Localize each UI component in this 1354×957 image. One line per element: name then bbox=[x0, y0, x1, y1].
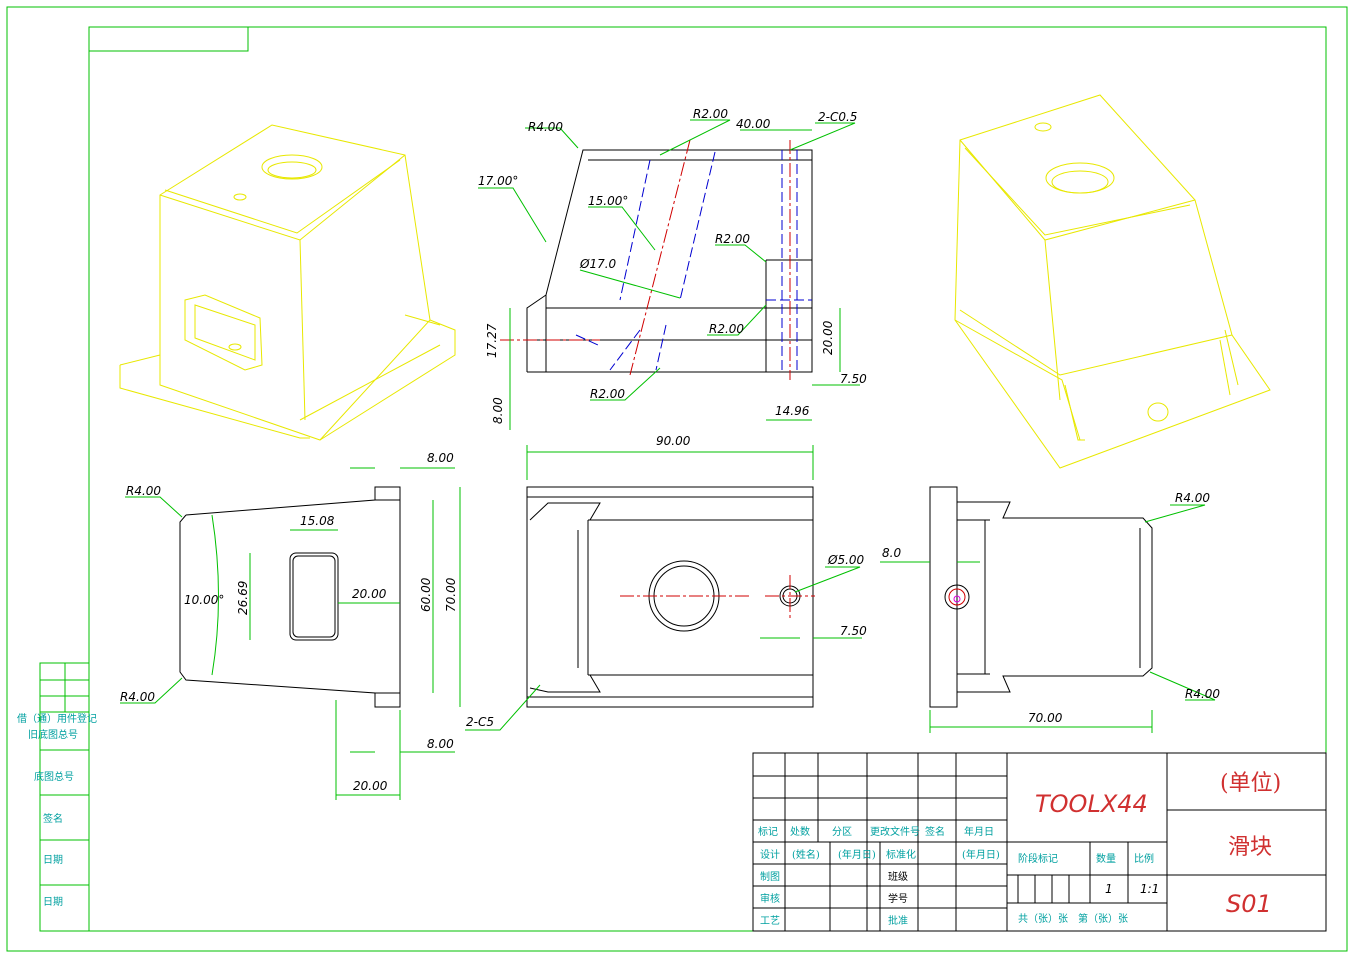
tb-h4: 更改文件号 bbox=[870, 825, 920, 838]
part-name: 滑块 bbox=[1228, 835, 1272, 860]
tb-r2b: 班级 bbox=[888, 871, 908, 883]
dim-40: 40.00 bbox=[736, 117, 771, 131]
title-block-grid bbox=[752, 752, 1327, 932]
top-view-centerline bbox=[620, 575, 815, 620]
dim-angle-17: 17.00° bbox=[478, 174, 518, 188]
dim-80: 8.0 bbox=[882, 546, 901, 560]
side-record-labels: 借（通）用件登记 旧底图总号 底图总号 签名 日期 日期 bbox=[17, 712, 97, 908]
unit-label: (单位) bbox=[1220, 771, 1281, 796]
isometric-view-right bbox=[954, 94, 1271, 469]
dim-phi5: Ø5.00 bbox=[827, 553, 865, 567]
dim-1508: 15.08 bbox=[300, 514, 335, 528]
side-label-4: 签名 bbox=[43, 812, 63, 825]
tb-scale: 比例 bbox=[1134, 852, 1154, 865]
side-label-1: 借（通）用件登记 bbox=[17, 712, 97, 725]
dim-r4-l1: R4.00 bbox=[126, 484, 161, 498]
front-view-hidden bbox=[575, 150, 812, 372]
dim-angle-10: 10.00° bbox=[184, 593, 224, 607]
tb-r4a: 工艺 bbox=[760, 915, 780, 927]
dim-r2-bot: R2.00 bbox=[590, 387, 625, 401]
dim-r2-top: R2.00 bbox=[693, 107, 728, 121]
top-view bbox=[526, 486, 814, 708]
title-block-labels: 标记 处数 分区 更改文件号 签名 年月日 设计 (姓名) (年月日) 标准化 … bbox=[758, 771, 1281, 927]
dim-r2-mid: R2.00 bbox=[715, 232, 750, 246]
dim-c05: 2-C0.5 bbox=[818, 110, 857, 124]
tb-r3a: 审核 bbox=[760, 892, 780, 905]
tb-sheets: 共（张）张 第（张）张 bbox=[1018, 912, 1128, 925]
dim-angle-15: 15.00° bbox=[588, 194, 628, 208]
dim-750b: 7.50 bbox=[840, 624, 867, 638]
tb-h1: 标记 bbox=[758, 826, 778, 838]
side-record-block bbox=[39, 662, 90, 932]
dimension-labels: R4.00 R2.00 40.00 2-C0.5 17.00° 15.00° Ø… bbox=[120, 107, 1220, 793]
isometric-view-left bbox=[119, 124, 456, 441]
dim-2669: 26.69 bbox=[236, 581, 250, 615]
tb-r1b: (姓名) bbox=[792, 848, 820, 861]
side-label-2: 旧底图总号 bbox=[28, 728, 78, 741]
drawing-frame bbox=[6, 6, 1348, 952]
dim-r4-l2: R4.00 bbox=[120, 690, 155, 704]
dimension-lines bbox=[120, 119, 1216, 800]
front-view-centerline bbox=[500, 139, 791, 380]
tb-qty: 1 bbox=[1105, 882, 1113, 896]
dim-750a: 7.50 bbox=[840, 372, 867, 386]
dim-90: 90.00 bbox=[656, 434, 691, 448]
dim-8a: 8.00 bbox=[427, 451, 454, 465]
left-side-view bbox=[179, 486, 401, 708]
dim-1727: 17.27 bbox=[485, 323, 499, 358]
drawing-name: TOOLX44 bbox=[1035, 790, 1148, 818]
dim-20h: 20.00 bbox=[352, 587, 387, 601]
dim-70h: 70.00 bbox=[1028, 711, 1063, 725]
dim-20v: 20.00 bbox=[821, 320, 835, 355]
tb-r1c: (年月日) bbox=[838, 848, 876, 861]
side-label-6: 日期 bbox=[43, 896, 63, 908]
dim-r2-mid2: R2.00 bbox=[709, 322, 744, 336]
tb-r3b: 学号 bbox=[888, 892, 908, 905]
front-view bbox=[526, 149, 813, 373]
right-side-view bbox=[929, 486, 1153, 708]
dim-1496: 14.96 bbox=[775, 404, 810, 418]
tb-h5: 签名 bbox=[925, 825, 945, 838]
dim-r4-r2: R4.00 bbox=[1185, 687, 1220, 701]
tb-r1d: 标准化 bbox=[886, 848, 916, 861]
tb-r1e: (年月日) bbox=[962, 848, 1000, 861]
dim-8v: 8.00 bbox=[491, 397, 505, 424]
tb-h6: 年月日 bbox=[964, 825, 994, 838]
side-label-3: 底图总号 bbox=[34, 770, 74, 783]
tb-r1a: 设计 bbox=[760, 848, 780, 861]
dim-phi17: Ø17.0 bbox=[579, 257, 617, 271]
dim-60: 60.00 bbox=[419, 577, 433, 612]
part-code: S01 bbox=[1226, 890, 1272, 918]
dim-8b: 8.00 bbox=[427, 737, 454, 751]
dim-r4-top: R4.00 bbox=[528, 120, 563, 134]
tb-ratio: 1:1 bbox=[1140, 882, 1159, 896]
tb-r4b: 批准 bbox=[888, 914, 908, 927]
side-label-5: 日期 bbox=[43, 854, 63, 866]
tb-stage: 阶段标记 bbox=[1018, 852, 1058, 865]
dim-r4-r1: R4.00 bbox=[1175, 491, 1210, 505]
tb-h2: 处数 bbox=[790, 825, 810, 838]
dim-70v: 70.00 bbox=[444, 577, 458, 612]
tb-h3: 分区 bbox=[832, 826, 852, 838]
dim-20b: 20.00 bbox=[353, 779, 388, 793]
tb-r2a: 制图 bbox=[760, 870, 780, 883]
tb-weight: 数量 bbox=[1096, 852, 1116, 865]
dim-c5: 2-C5 bbox=[466, 715, 494, 729]
